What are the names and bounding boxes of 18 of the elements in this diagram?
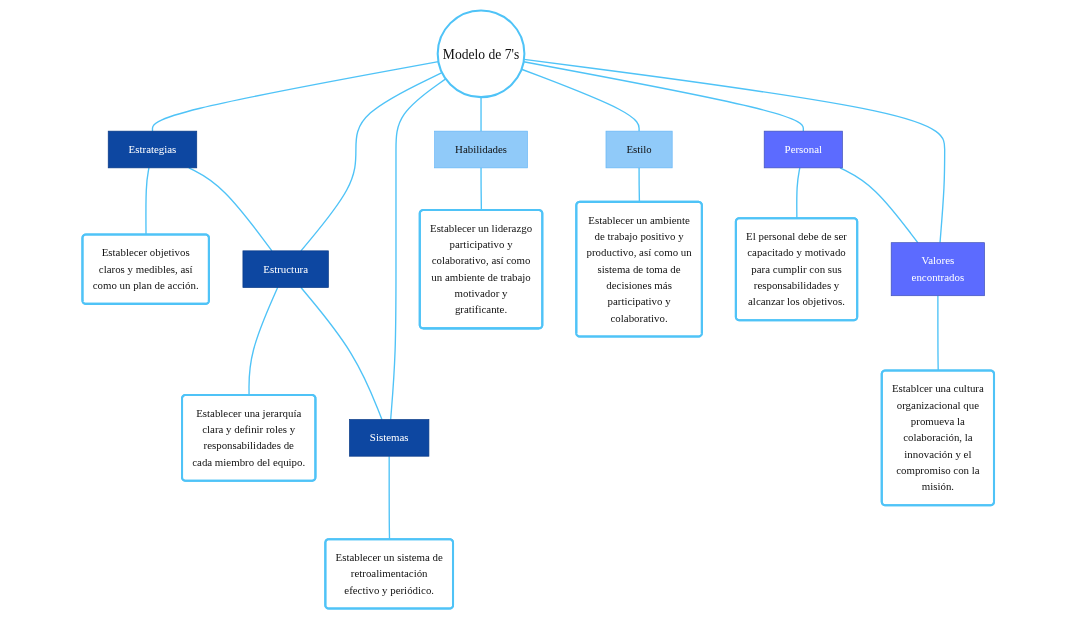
node-box: Habilidades <box>434 130 529 169</box>
connector <box>188 167 273 252</box>
node-box: Estrategias <box>108 130 198 169</box>
connector <box>839 167 919 244</box>
node-box: Estructura <box>242 250 330 288</box>
connector <box>523 61 805 132</box>
connector <box>300 71 443 252</box>
connector <box>248 286 279 396</box>
node-box: Estilo <box>605 130 673 169</box>
node-box: Sistemas <box>349 419 430 457</box>
node-box: Personal <box>764 130 844 169</box>
connector <box>390 78 447 421</box>
connector <box>521 68 641 132</box>
connector <box>300 286 383 421</box>
node-box: Valores encontrados <box>891 242 986 297</box>
node-circle: Modelo de 7's <box>436 9 526 99</box>
connector <box>480 96 482 132</box>
connector <box>523 58 946 244</box>
